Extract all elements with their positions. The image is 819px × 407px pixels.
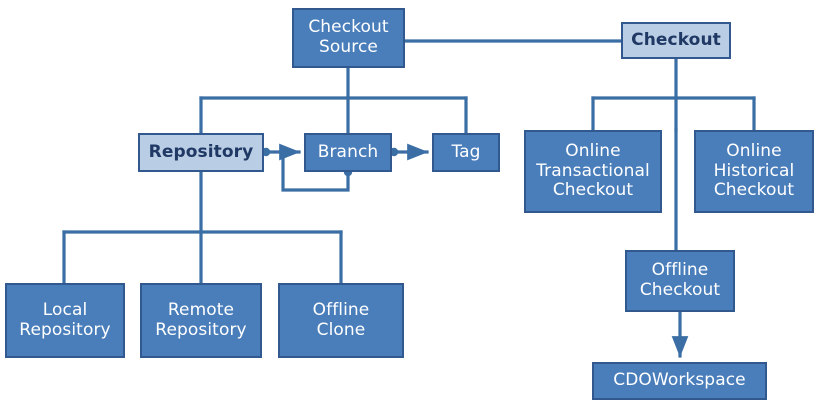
edge-branch-self-loop [281, 150, 350, 192]
node-checkout[interactable]: Checkout [621, 22, 731, 59]
node-label: Repository [148, 141, 254, 162]
node-label: Tag [451, 141, 481, 162]
node-branch[interactable]: Branch [304, 133, 392, 172]
node-label: CDOWorkspace [613, 370, 746, 391]
node-tag[interactable]: Tag [432, 133, 500, 172]
node-label: Branch [317, 141, 379, 162]
node-repository[interactable]: Repository [138, 133, 264, 172]
node-cdoworkspace[interactable]: CDOWorkspace [592, 362, 767, 400]
node-label: Checkout [631, 29, 721, 50]
